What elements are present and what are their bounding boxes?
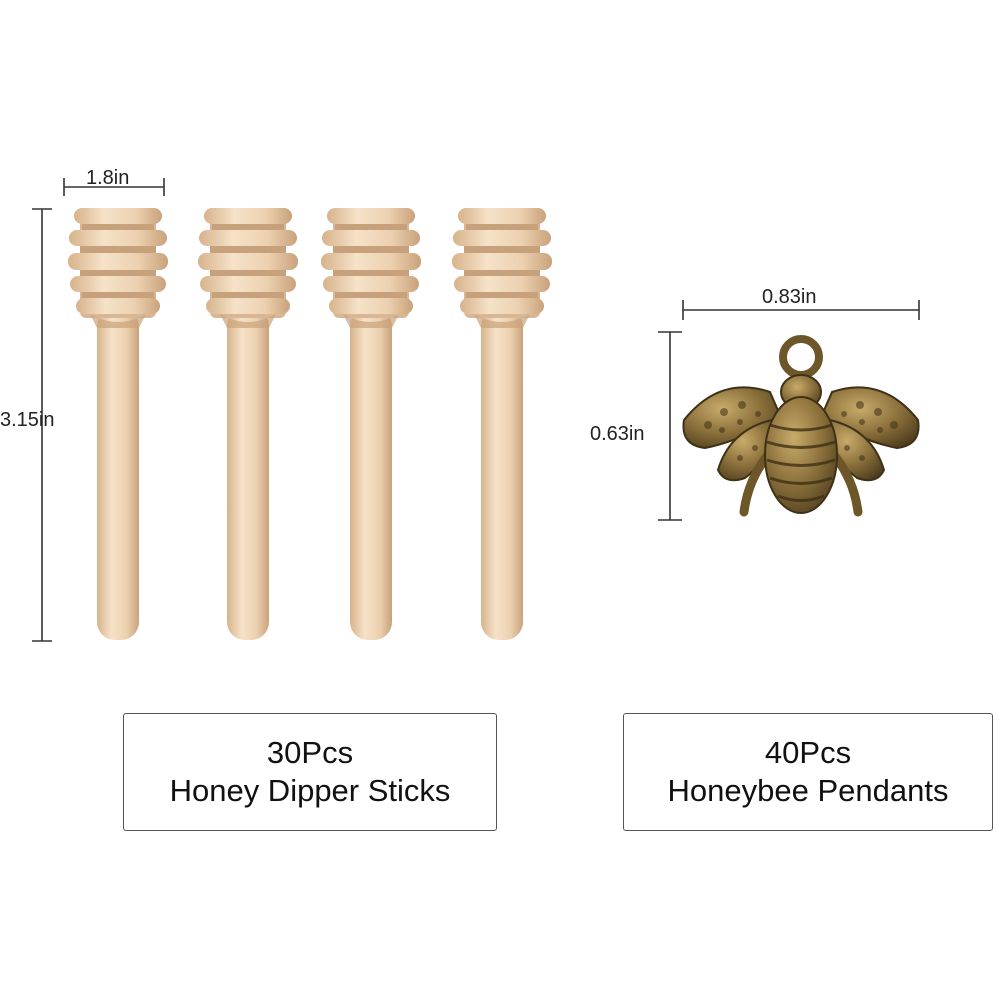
dipper-count: 30Pcs (266, 735, 354, 770)
pendant-name: Honeybee Pendants (667, 773, 949, 808)
pendant-width-label: 0.83in (762, 286, 817, 308)
pendant-caption-box: 40Pcs Honeybee Pendants (623, 713, 993, 831)
dipper-name: Honey Dipper Sticks (169, 773, 451, 808)
dipper-width-label: 1.8in (86, 167, 130, 189)
pendant-count: 40Pcs (764, 735, 852, 770)
dipper-height-label: 3.15in (0, 409, 55, 431)
pendant-height-label: 0.63in (590, 423, 645, 445)
dipper-caption-box: 30Pcs Honey Dipper Sticks (123, 713, 497, 831)
